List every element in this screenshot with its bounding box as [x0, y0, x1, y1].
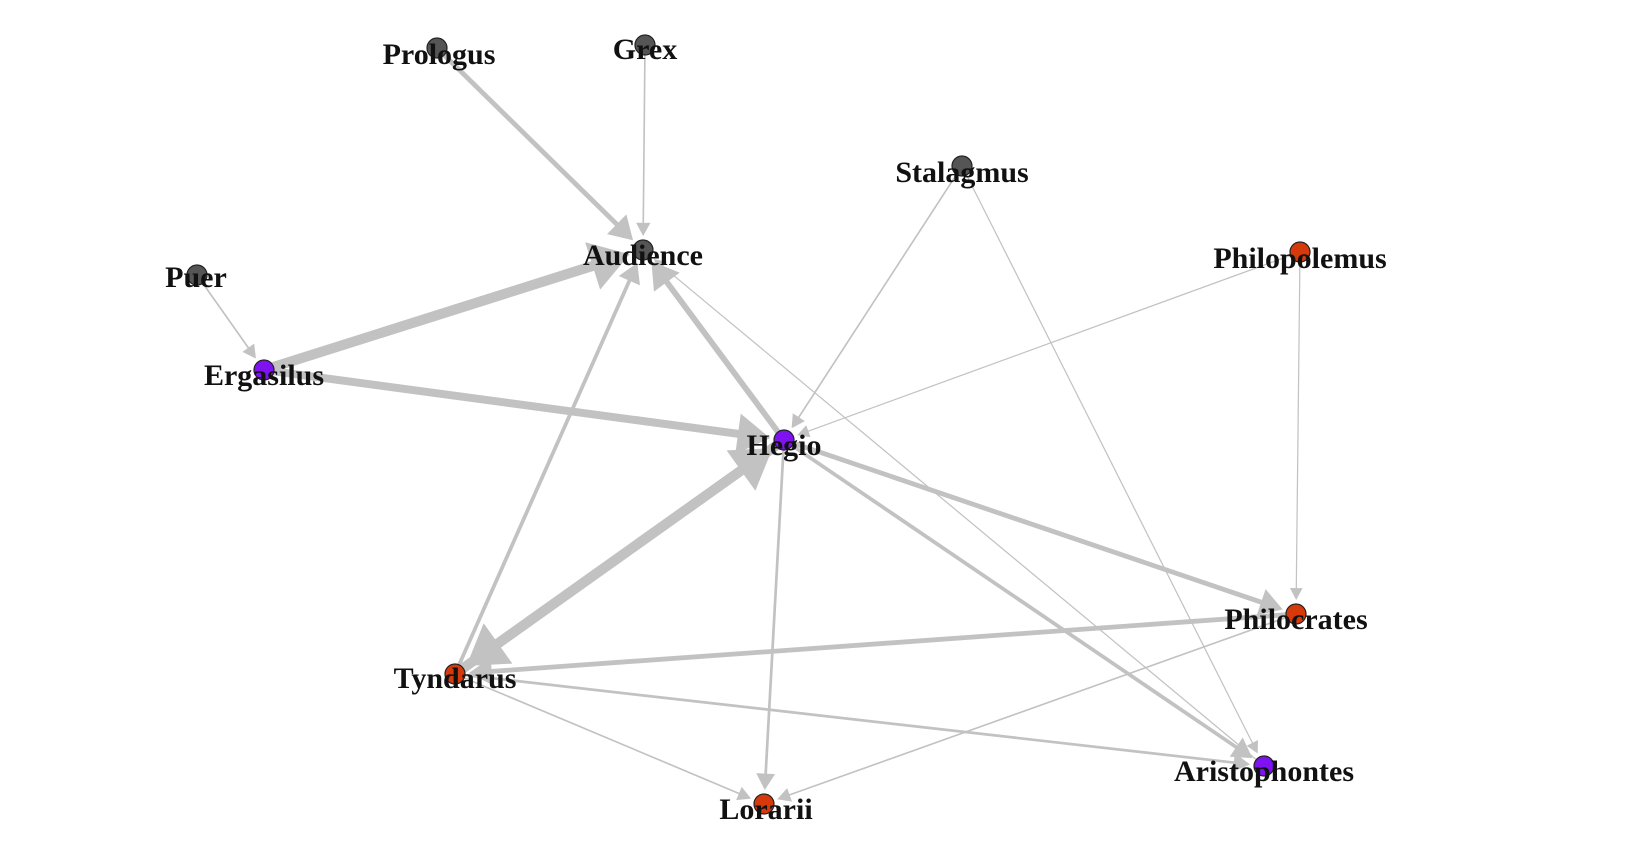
node-label-grex: Grex — [613, 33, 677, 66]
arrowhead — [736, 786, 752, 801]
edge-line — [764, 446, 785, 777]
node-philopolemus — [1289, 241, 1311, 263]
node-label-stalagmus: Stalagmus — [895, 156, 1028, 189]
nodes-layer — [186, 34, 1311, 815]
edge-stalagmus-to-hegio — [791, 171, 959, 429]
node-tyndarus — [444, 663, 466, 685]
node-label-puer: Puer — [165, 261, 227, 294]
edge-prologus-to-audience — [440, 51, 634, 241]
edge-line — [1295, 259, 1301, 591]
edge-line — [267, 367, 744, 439]
node-label-philocrates: Philocrates — [1224, 603, 1367, 636]
node-audience — [632, 239, 654, 261]
edge-ergasilus-to-hegio — [267, 367, 771, 455]
arrowhead — [1232, 753, 1251, 772]
arrowhead — [242, 343, 256, 359]
arrowhead — [1246, 740, 1258, 754]
edge-line — [964, 172, 1254, 746]
edge-hegio-to-lorarii — [756, 446, 785, 791]
edge-philocrates-to-tyndarus — [468, 612, 1291, 686]
edge-line — [440, 51, 621, 229]
arrowhead — [618, 262, 640, 286]
arrowhead — [756, 773, 776, 791]
arrowhead — [585, 242, 630, 290]
edge-philocrates-to-lorarii — [777, 615, 1290, 802]
arrowhead — [636, 222, 651, 237]
arrowhead — [735, 413, 771, 455]
edge-line — [660, 264, 1259, 762]
edge-stalagmus-to-aristophontes — [964, 172, 1258, 754]
arrowhead — [1256, 589, 1283, 616]
edge-line — [456, 277, 633, 669]
node-label-hegio: Hegio — [747, 429, 822, 462]
edge-line — [266, 260, 600, 373]
edge-grex-to-audience — [636, 52, 651, 237]
edge-line — [662, 277, 783, 437]
node-label-lorarii: Lorarii — [719, 793, 812, 826]
edge-tyndarus-to-aristophontes — [461, 673, 1251, 772]
node-label-audience: Audience — [583, 239, 703, 272]
edge-line — [788, 442, 1240, 751]
node-puer — [186, 264, 208, 286]
node-lorarii — [753, 793, 775, 815]
arrowhead — [466, 623, 513, 666]
arrowhead — [1229, 737, 1253, 759]
edge-philopolemus-to-hegio — [797, 254, 1294, 438]
node-grex — [634, 34, 656, 56]
node-prologus — [426, 37, 448, 59]
edge-line — [786, 615, 1290, 797]
node-label-aristophontes: Aristophontes — [1174, 755, 1354, 788]
edge-line — [789, 440, 1266, 606]
edge-hegio-to-aristophontes — [788, 442, 1253, 759]
node-ergasilus — [253, 359, 275, 381]
edge-line — [200, 280, 251, 351]
node-label-prologus: Prologus — [383, 38, 496, 71]
edge-line — [642, 52, 646, 226]
node-label-ergasilus: Ergasilus — [204, 359, 324, 392]
edge-ergasilus-to-audience — [266, 242, 630, 373]
arrowhead — [797, 425, 811, 438]
node-hegio — [773, 429, 795, 451]
arrowhead — [607, 214, 634, 241]
edge-hegio-to-tyndarus — [466, 439, 783, 666]
edge-philopolemus-to-philocrates — [1289, 259, 1303, 601]
node-philocrates — [1285, 603, 1307, 625]
arrowhead — [791, 413, 805, 429]
node-stalagmus — [951, 155, 973, 177]
node-aristophontes — [1253, 755, 1275, 777]
edge-puer-to-ergasilus — [200, 280, 256, 359]
edge-hegio-to-philocrates — [789, 440, 1283, 616]
edges-layer — [200, 51, 1303, 802]
edge-line — [461, 676, 742, 796]
edge-line — [461, 673, 1238, 765]
edge-line — [805, 254, 1294, 433]
arrowhead — [653, 258, 667, 272]
edge-tyndarus-to-audience — [456, 262, 640, 669]
node-label-philopolemus: Philopolemus — [1213, 242, 1386, 275]
edge-line — [491, 439, 783, 650]
arrowhead — [777, 788, 793, 802]
arrowhead — [1289, 588, 1303, 601]
edge-tyndarus-to-lorarii — [461, 676, 752, 801]
node-label-tyndarus: Tyndarus — [394, 662, 517, 695]
edge-line — [796, 171, 959, 420]
edge-line — [487, 612, 1291, 674]
edge-aristophontes-to-audience — [653, 258, 1259, 762]
